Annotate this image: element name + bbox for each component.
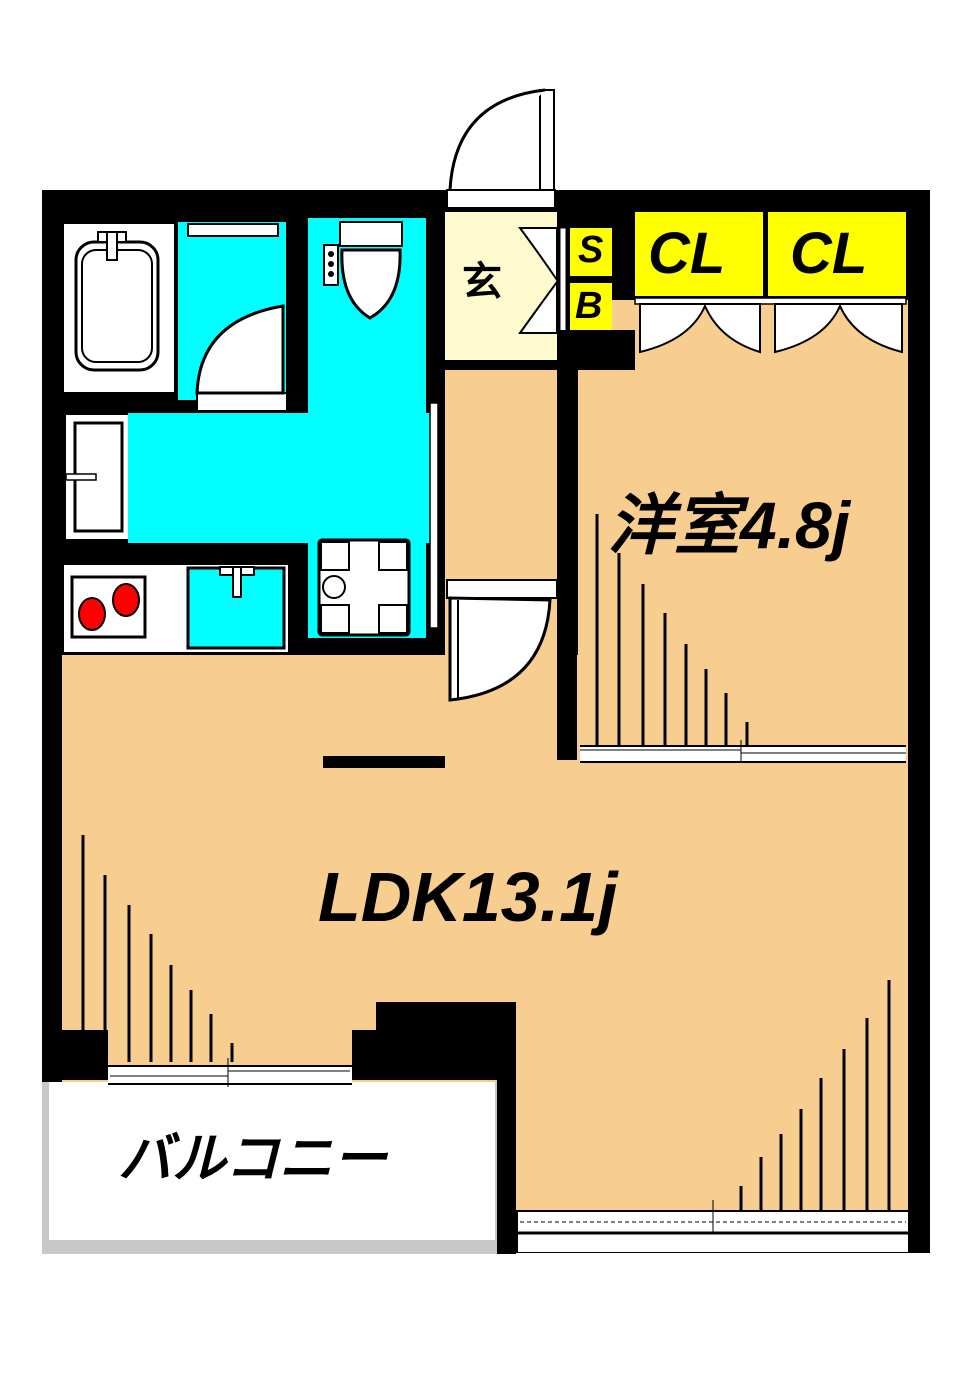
western-room-label: 洋室4.8j	[608, 488, 851, 562]
shoebox-door-icon	[518, 227, 567, 334]
wall-kitchen-stub	[323, 756, 445, 768]
entrance-door-icon	[446, 88, 556, 209]
western-room-floor	[578, 300, 908, 745]
window-light-hatch	[595, 514, 749, 745]
wall-balcony-side	[497, 1080, 516, 1254]
stove-icon	[70, 575, 147, 639]
wall-balcony-step	[352, 1030, 376, 1080]
closet-2	[768, 212, 906, 296]
washing-machine-pan-icon	[317, 538, 411, 637]
balcony-floor	[49, 1082, 495, 1240]
wall-balcony-block	[376, 1002, 516, 1080]
balcony-label: バルコニー	[118, 1129, 387, 1189]
wash-basin-icon	[65, 421, 124, 533]
entrance-label: 玄	[462, 260, 502, 304]
bathtub-icon	[74, 231, 160, 372]
wall-entry-stub	[62, 1030, 108, 1080]
shoe-box-top	[570, 228, 612, 276]
kitchen-sink-icon	[186, 566, 286, 650]
closet-1-label: CL	[648, 221, 726, 286]
closet-1	[635, 212, 763, 296]
shoe-box-bottom	[570, 283, 612, 331]
ldk-label: LDK13.1j	[318, 858, 618, 936]
washroom-sliding-door-icon	[429, 402, 439, 629]
shoe-box-label-b: B	[575, 285, 603, 327]
shoe-box-label-s: S	[578, 229, 604, 271]
toilet-icon	[323, 221, 403, 320]
bath-door-icon	[187, 223, 288, 412]
closet-2-label: CL	[790, 221, 868, 286]
closet-doors-icon	[634, 297, 907, 354]
western-room-door-icon	[446, 579, 558, 702]
window-balcony-left	[108, 1065, 352, 1085]
